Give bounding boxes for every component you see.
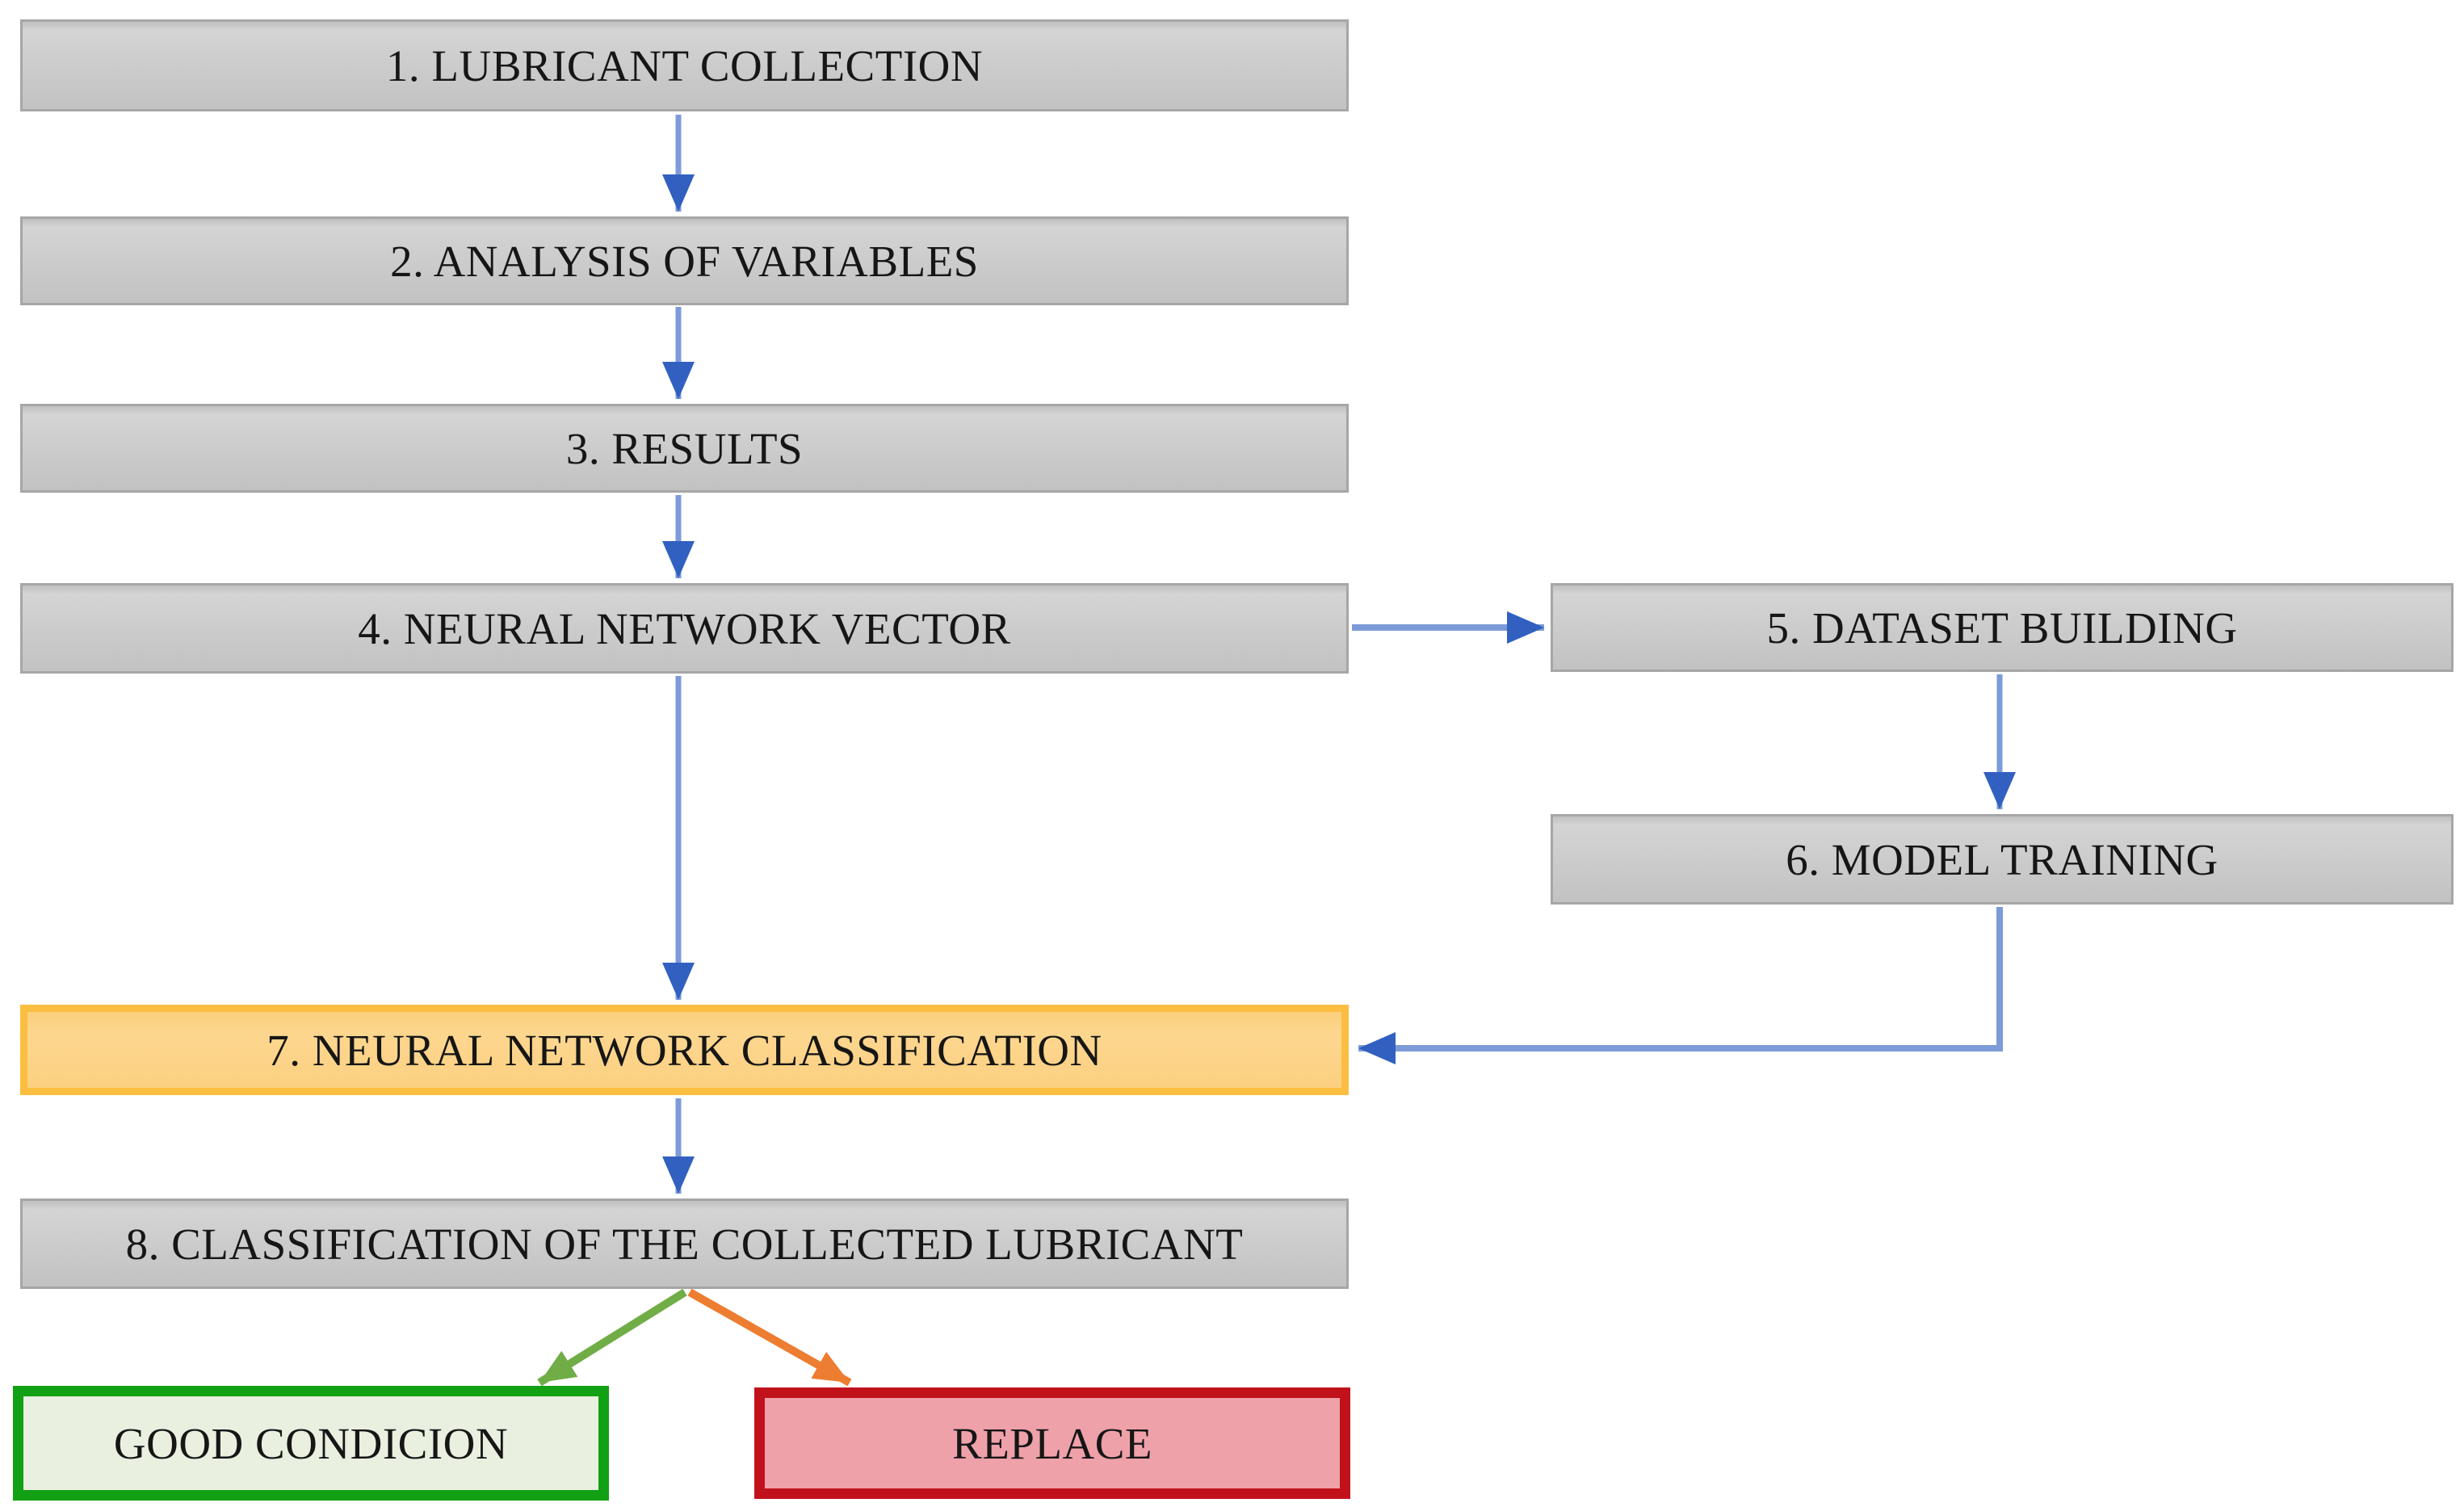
arrow-step6-step7 bbox=[1358, 907, 2003, 1064]
arrow-step8-good bbox=[537, 1288, 687, 1387]
step-6-model-training: 6. MODEL TRAINING bbox=[1551, 814, 2454, 905]
step-4-neural-network-vector: 4. NEURAL NETWORK VECTOR bbox=[20, 583, 1349, 674]
step-5-dataset-building: 5. DATASET BUILDING bbox=[1551, 583, 2454, 672]
step-2-analysis-of-variables: 2. ANALYSIS OF VARIABLES bbox=[20, 216, 1349, 305]
step-8-classification-of-collected-lubricant: 8. CLASSIFICATION OF THE COLLECTED LUBRI… bbox=[20, 1198, 1349, 1289]
step-1-lubricant-collection: 1. LUBRICANT COLLECTION bbox=[20, 19, 1349, 111]
arrow-step8-replace bbox=[687, 1288, 852, 1387]
outcome-replace: REPLACE bbox=[754, 1387, 1350, 1499]
step-3-results: 3. RESULTS bbox=[20, 404, 1349, 493]
step-7-neural-network-classification: 7. NEURAL NETWORK CLASSIFICATION bbox=[20, 1005, 1349, 1095]
outcome-good-condition: GOOD CONDICION bbox=[13, 1386, 609, 1501]
